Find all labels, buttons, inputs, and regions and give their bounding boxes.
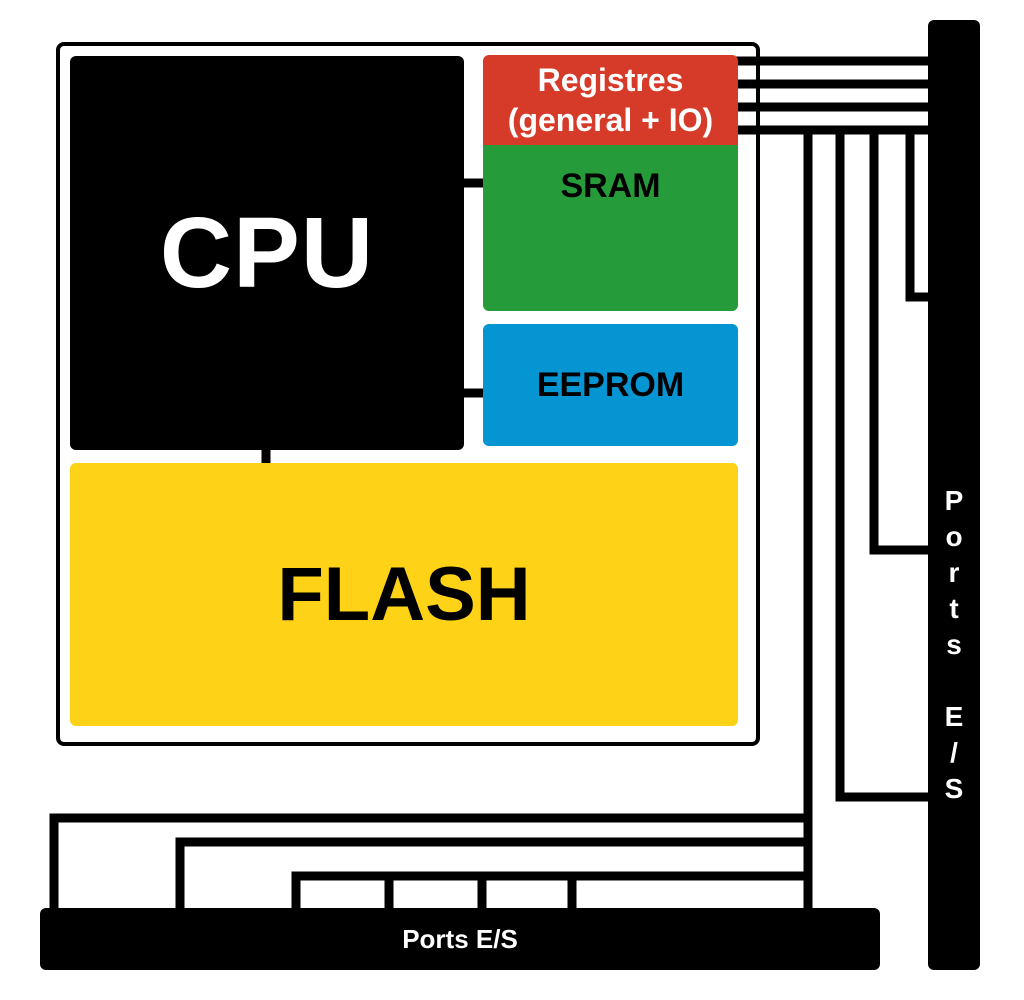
sram-label: SRAM [560, 167, 661, 205]
right-port-link-1 [905, 129, 933, 302]
io-port-bottom-label: Ports E/S [402, 923, 518, 954]
io-port-bottom: Ports E/S [40, 908, 880, 970]
registers-block: Registres (general + IO) [483, 55, 738, 145]
io-port-right-label-char: / [950, 737, 958, 768]
bottom-port-link-1 [49, 813, 813, 913]
bottom-port-link-2 [175, 837, 813, 913]
io-port-right-label-char: o [945, 521, 963, 552]
io-port-right-label-char: s [946, 629, 962, 660]
eeprom-block: EEPROM [483, 324, 738, 446]
io-port-right-label-char: r [948, 557, 960, 588]
bottom-port-link-3 [291, 871, 813, 913]
io-port-right-label-char [950, 663, 958, 699]
io-port-right-label-char: t [949, 593, 959, 624]
registers-label-line2: (general + IO) [507, 102, 714, 138]
right-port-link-3 [835, 129, 933, 802]
flash-block: FLASH [70, 463, 738, 726]
cpu-block: CPU [70, 56, 464, 450]
sram-block: SRAM [483, 145, 738, 311]
io-port-right-label-char: P [944, 485, 964, 516]
chip-outline [56, 42, 760, 746]
flash-label: FLASH [277, 552, 531, 637]
io-port-right-label-char: S [944, 773, 964, 804]
registers-label-line1: Registres [537, 62, 684, 98]
io-port-right-label-char: E [944, 701, 964, 732]
cpu-label: CPU [159, 196, 375, 309]
right-port-link-2 [869, 129, 933, 555]
eeprom-label: EEPROM [536, 365, 685, 404]
